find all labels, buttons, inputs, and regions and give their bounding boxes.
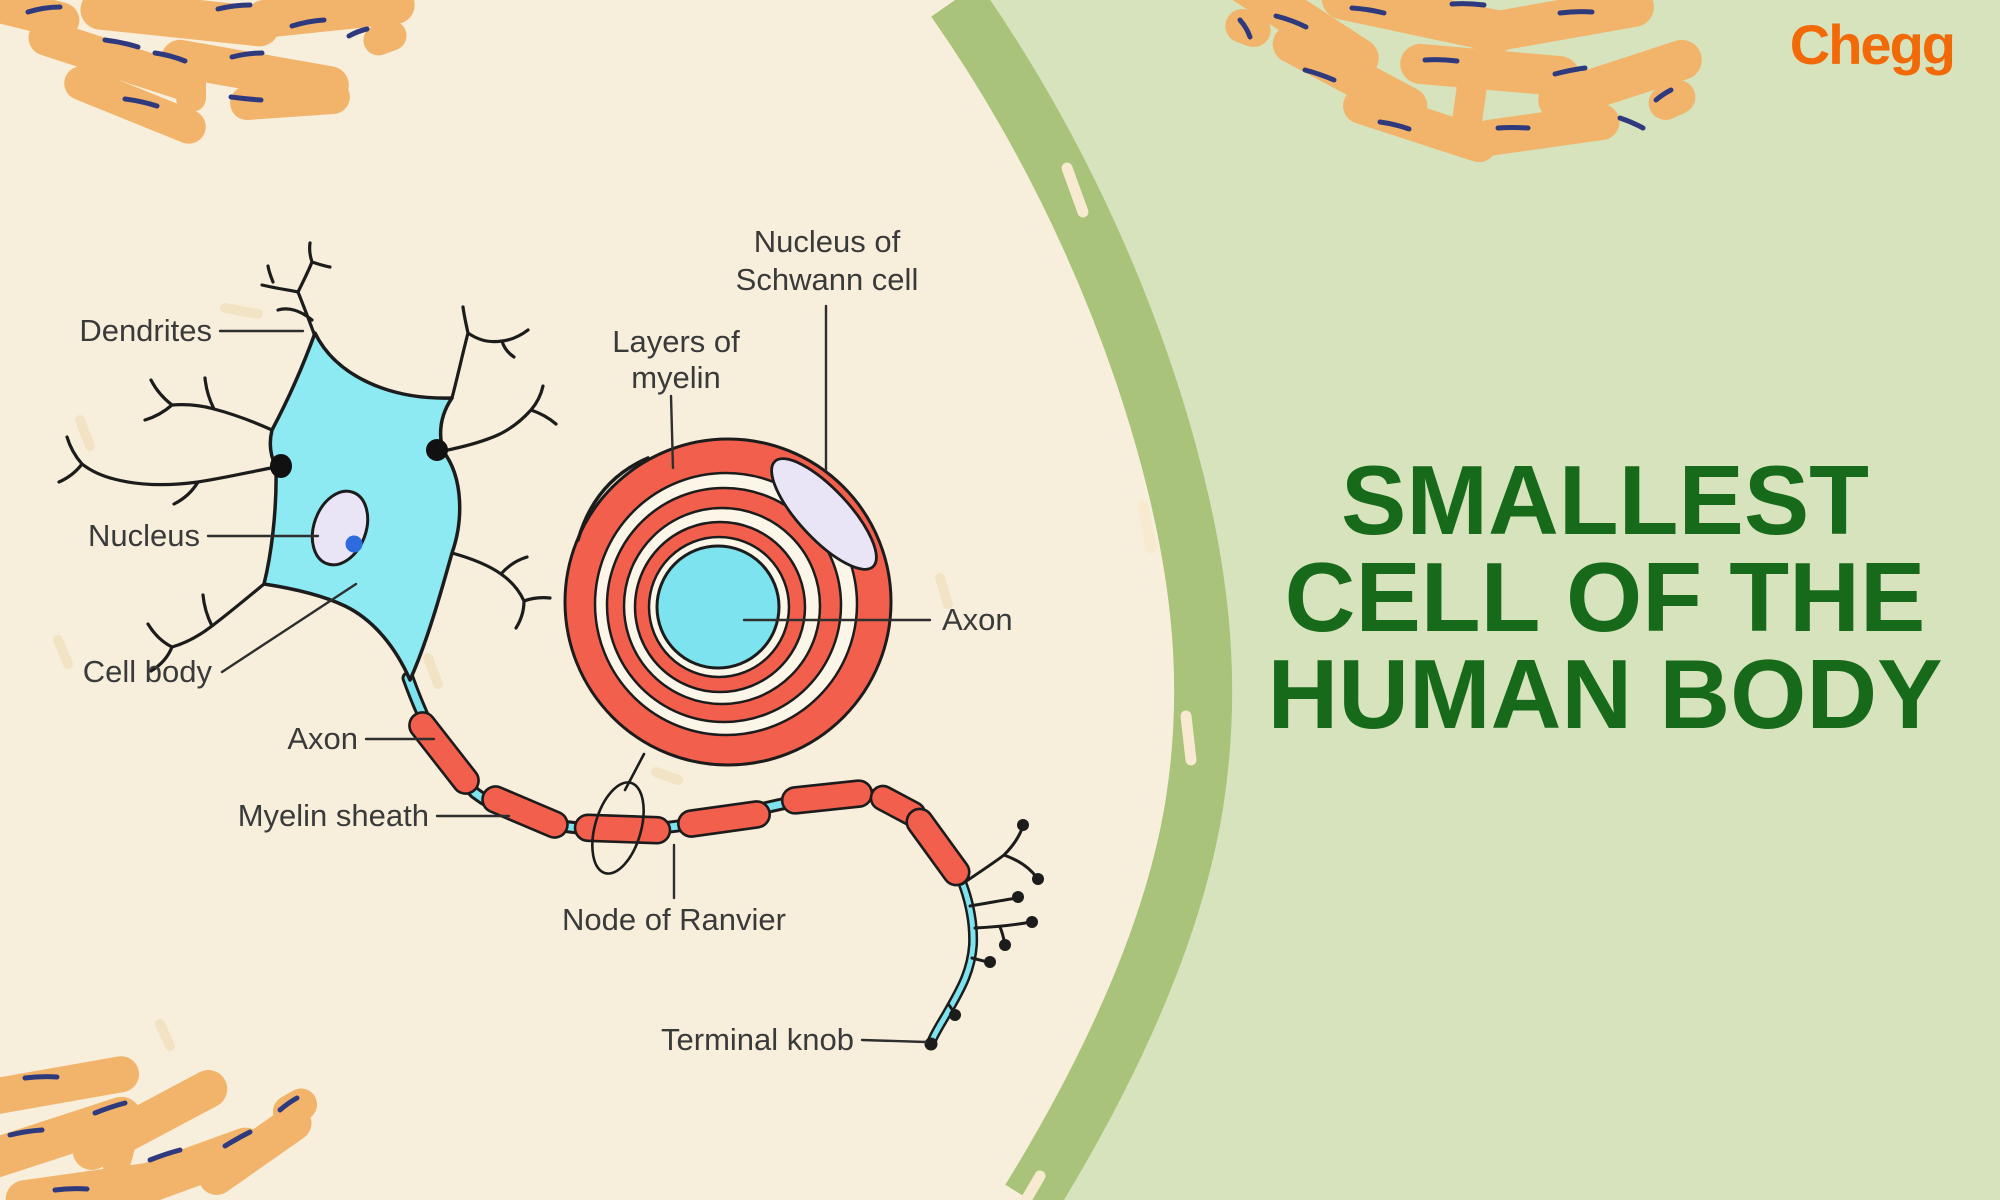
synapse-dot-right bbox=[426, 439, 448, 461]
synapse-dot-left bbox=[270, 454, 292, 478]
myelin-cross-section bbox=[563, 437, 893, 767]
terminal-knobs bbox=[924, 819, 1044, 1051]
label-dendrites: Dendrites bbox=[79, 313, 212, 348]
label-layers-of-myelin-1: Layers of bbox=[612, 324, 740, 359]
membrane-dash-marks bbox=[1020, 162, 1197, 1200]
label-cell-body: Cell body bbox=[83, 654, 213, 689]
title-line-1: SMALLEST bbox=[1340, 445, 1870, 555]
neuron-diagram: Dendrites Nucleus Cell body Axon Myelin … bbox=[57, 224, 1044, 1057]
axon-terminal-branches bbox=[924, 819, 1044, 1051]
label-node-of-ranvier: Node of Ranvier bbox=[562, 902, 786, 937]
title-line-3: HUMAN BODY bbox=[1267, 639, 1943, 749]
schwann-cell-nucleus bbox=[770, 457, 878, 571]
label-layers-of-myelin-2: myelin bbox=[631, 360, 721, 395]
dendrite-branches bbox=[57, 241, 558, 673]
golgi-decoration-bottom-left bbox=[0, 1056, 318, 1200]
label-terminal-knob: Terminal knob bbox=[661, 1022, 854, 1057]
axon-cross-section bbox=[655, 544, 781, 670]
page-title: SMALLEST CELL OF THE HUMAN BODY bbox=[1225, 445, 1985, 749]
label-axon-left: Axon bbox=[287, 721, 358, 756]
nucleolus bbox=[345, 535, 363, 553]
myelin-sheath-segments bbox=[408, 711, 971, 887]
label-nucleus: Nucleus bbox=[88, 518, 200, 553]
golgi-decoration-top-left bbox=[0, 0, 415, 144]
label-schwann-nucleus-1: Nucleus of bbox=[754, 224, 901, 259]
label-pointer-lines bbox=[206, 304, 932, 1044]
label-axon-right: Axon bbox=[942, 602, 1013, 637]
cross-section-marker bbox=[591, 752, 646, 875]
cell-body bbox=[262, 331, 462, 682]
spiral-opening bbox=[576, 456, 650, 542]
golgi-decoration-top-right bbox=[1221, 0, 1702, 163]
diagram-labels: Dendrites Nucleus Cell body Axon Myelin … bbox=[79, 224, 1012, 1057]
label-myelin-sheath: Myelin sheath bbox=[238, 798, 429, 833]
title-line-2: CELL OF THE bbox=[1284, 542, 1926, 652]
chegg-logo: Chegg bbox=[1789, 13, 1956, 76]
label-schwann-nucleus-2: Schwann cell bbox=[736, 262, 919, 297]
cream-speckles bbox=[53, 303, 953, 1051]
